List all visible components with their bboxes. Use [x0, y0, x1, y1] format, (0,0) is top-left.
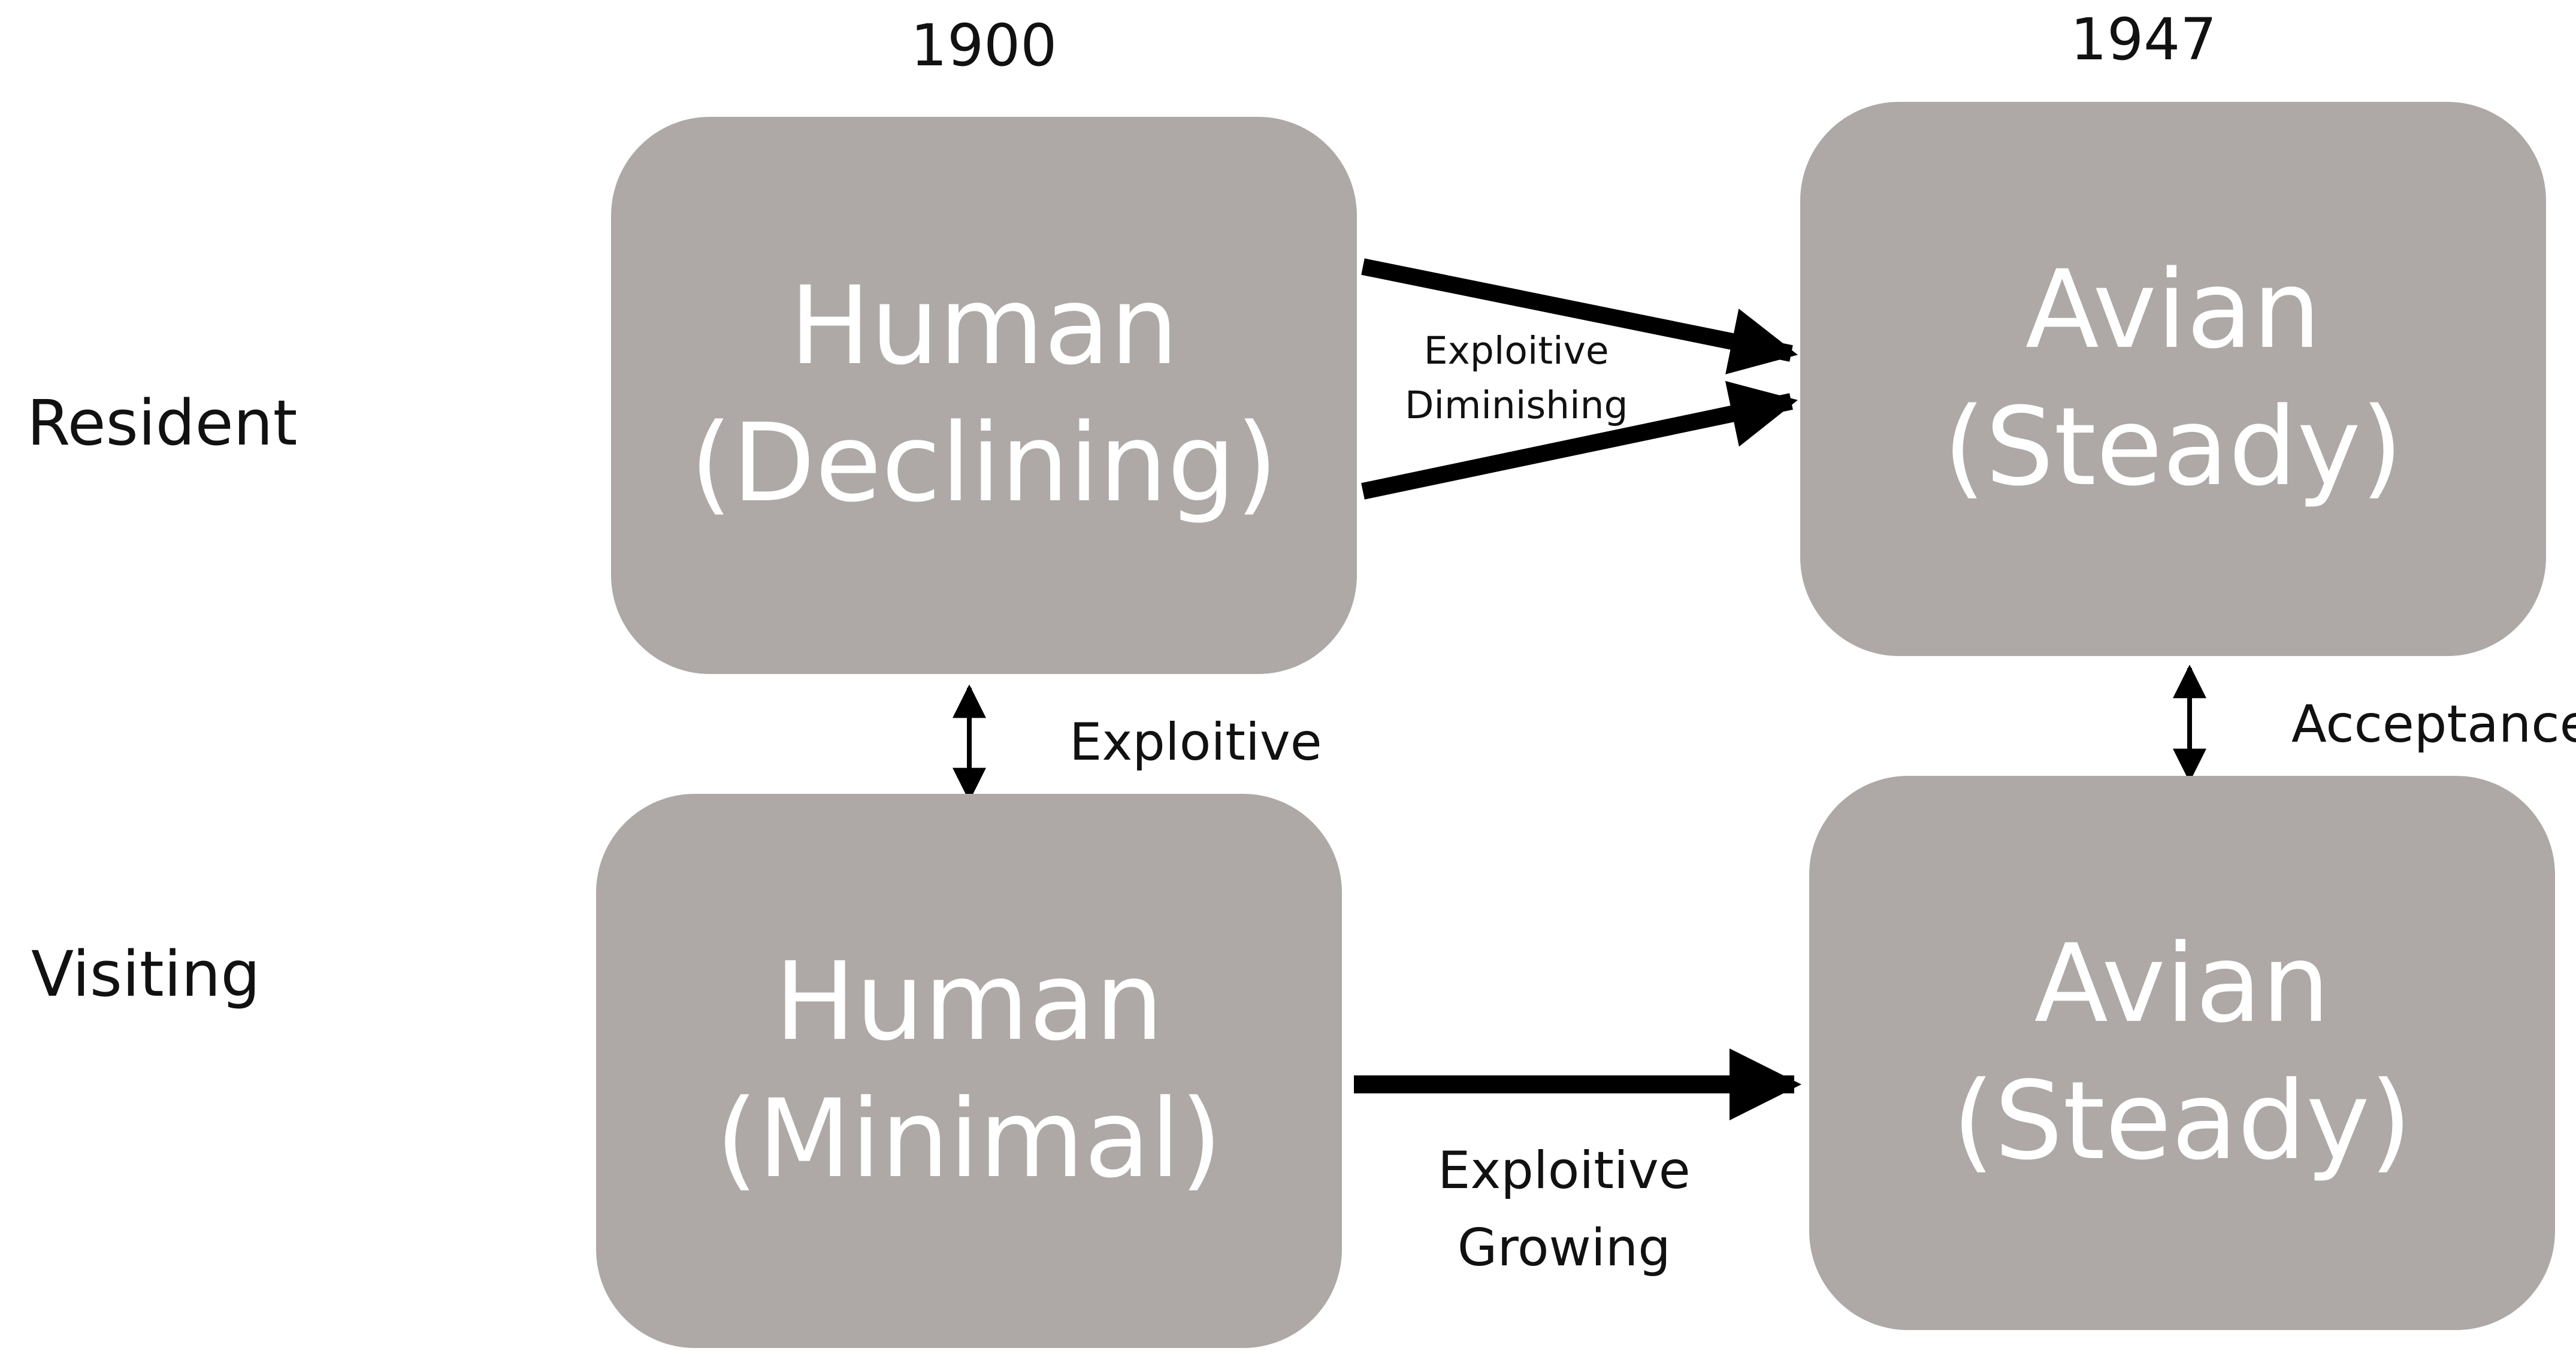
row-label-resident: Resident [27, 386, 298, 460]
edge-label-resident-line1: Exploitive [1423, 329, 1609, 373]
edge-label-avian-vertical: Acceptance [2291, 694, 2576, 754]
node-avian-steady-visiting-line1: Avian [2034, 921, 2330, 1047]
edge-label-resident-line2: Diminishing [1405, 383, 1628, 428]
column-header-1900: 1900 [911, 12, 1057, 79]
node-human-minimal-line2: (Minimal) [715, 1076, 1223, 1202]
node-human-declining-line2: (Declining) [690, 401, 1278, 526]
node-human-declining-line1: Human [789, 264, 1179, 389]
edge-label-resident: Exploitive Diminishing [1405, 324, 1628, 433]
resident-arrow-upper [1361, 258, 1798, 374]
resident-arrow-lower [1361, 380, 1798, 500]
edge-label-visiting: Exploitive Growing [1438, 1132, 1691, 1287]
node-human-minimal-line1: Human [774, 939, 1164, 1065]
edge-label-human-vertical: Exploitive [1069, 712, 1322, 772]
node-avian-steady-resident: Avian (Steady) [1800, 102, 2546, 656]
edge-label-visiting-line2: Growing [1457, 1218, 1671, 1278]
node-avian-steady-resident-line2: (Steady) [1943, 384, 2403, 510]
node-human-minimal: Human (Minimal) [596, 794, 1342, 1348]
node-human-declining: Human (Declining) [611, 117, 1357, 674]
column-header-1947: 1947 [2070, 6, 2217, 73]
edge-label-visiting-line1: Exploitive [1438, 1141, 1691, 1201]
node-avian-steady-visiting-line2: (Steady) [1952, 1058, 2412, 1184]
node-avian-steady-visiting: Avian (Steady) [1809, 776, 2555, 1330]
row-label-visiting: Visiting [31, 938, 261, 1011]
node-avian-steady-resident-line1: Avian [2025, 247, 2321, 373]
